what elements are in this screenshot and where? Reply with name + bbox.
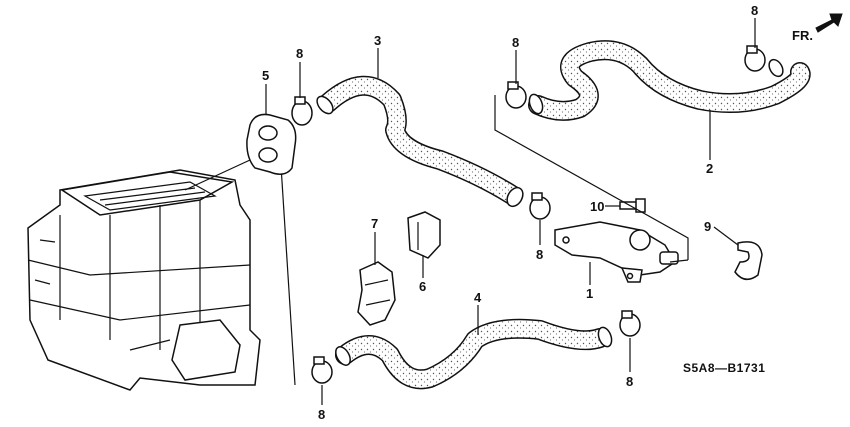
callout-8b: 8: [512, 35, 519, 50]
part-10-bolt: [619, 198, 646, 213]
part-1-valve: [554, 221, 679, 283]
callout-5: 5: [262, 68, 269, 83]
clamp-8a: [291, 96, 313, 126]
front-direction-marker: FR.: [792, 13, 843, 43]
leader-9: [713, 226, 739, 246]
callout-10: 10: [590, 199, 604, 214]
callout-8d: 8: [536, 247, 543, 262]
clamp-8e: [311, 356, 333, 384]
callout-2: 2: [706, 161, 713, 176]
valve-bracket-stub: [669, 259, 689, 263]
heater-unit: [27, 169, 261, 391]
clamp-8c: [744, 45, 766, 72]
callout-6: 6: [419, 279, 426, 294]
part-5-grommet: [246, 113, 297, 175]
heater-grommet-leader: [184, 159, 251, 191]
part-4-hose: [335, 318, 613, 390]
part-9-clip: [734, 241, 763, 281]
part-6-clip: [407, 211, 441, 259]
clamp-8b: [505, 81, 527, 109]
part-7-clip: [357, 261, 396, 326]
callout-3: 3: [374, 33, 381, 48]
left-vertical-leader: [279, 149, 296, 386]
part-3-hose: [316, 75, 524, 208]
callout-1: 1: [586, 286, 593, 301]
clamp-8f: [619, 310, 641, 337]
direction-label: FR.: [792, 28, 813, 43]
valve-bracket-leader: [494, 95, 689, 260]
callout-7: 7: [371, 216, 378, 231]
callout-8f: 8: [626, 374, 633, 389]
diagram-code: S5A8—B1731: [683, 361, 765, 375]
front-arrow-icon: [815, 13, 843, 33]
callout-8c: 8: [751, 3, 758, 18]
clamp-8d: [529, 192, 551, 220]
part-2-hose: [528, 40, 811, 121]
callout-8a: 8: [296, 46, 303, 61]
callout-8e: 8: [318, 407, 325, 422]
callout-4: 4: [474, 290, 482, 305]
callout-9: 9: [704, 219, 711, 234]
